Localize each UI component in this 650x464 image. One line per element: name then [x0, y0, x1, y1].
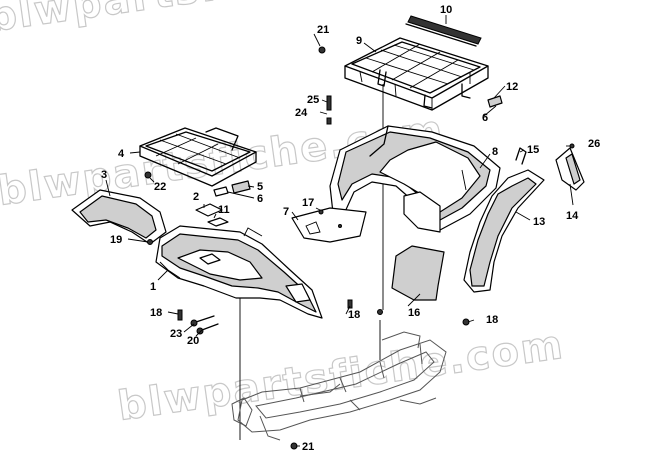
bolt-18-middle-b [377, 309, 383, 315]
watermark-line-1: blwpartsfiche.com [0, 0, 437, 41]
bolt-18-left [177, 309, 183, 321]
mud-flap [391, 245, 445, 301]
callout-4: 4 [118, 148, 125, 160]
screw-17 [318, 209, 324, 215]
panel-11 [207, 217, 229, 227]
callout-11: 11 [218, 204, 230, 216]
callout-5: 5 [257, 181, 263, 193]
callout-labels: 21 9 10 12 6 25 24 4 22 3 2 11 5 6 7 17 … [101, 4, 600, 453]
bolts-24-25 [326, 95, 332, 125]
rear-fender [329, 125, 501, 231]
bolt-21-top [318, 46, 326, 54]
callout-3: 3 [101, 169, 107, 181]
leader-lines [105, 15, 574, 447]
fender-flare [463, 169, 545, 293]
callout-12: 12 [506, 81, 518, 93]
callout-10: 10 [440, 4, 452, 16]
callout-21-top: 21 [317, 24, 329, 36]
front-fender [155, 225, 323, 319]
front-fender-liner [71, 189, 167, 245]
bracket-15 [515, 147, 527, 165]
callout-7: 7 [283, 206, 289, 218]
screw-19 [147, 239, 153, 245]
callout-6-right: 6 [482, 112, 488, 124]
callout-14: 14 [566, 210, 579, 222]
bolt-22 [144, 171, 152, 179]
callout-23: 23 [170, 328, 182, 340]
callout-25: 25 [307, 94, 319, 106]
callout-17: 17 [302, 197, 314, 209]
bolt-18-middle [347, 299, 353, 309]
callout-6-left: 6 [257, 193, 263, 205]
reflector-lens [565, 153, 581, 185]
callout-21-bottom: 21 [302, 441, 314, 453]
callout-24: 24 [295, 107, 308, 119]
rear-fender-flap [403, 191, 441, 233]
callout-20: 20 [187, 335, 199, 347]
callout-18-left: 18 [150, 307, 162, 319]
screw-26 [569, 143, 575, 149]
callout-18-right: 18 [486, 314, 498, 326]
rear-rack [344, 37, 489, 111]
side-panel [291, 207, 367, 243]
front-rack [139, 127, 257, 187]
panel-2 [195, 203, 223, 217]
front-clip-6 [213, 186, 229, 197]
callout-15: 15 [527, 144, 539, 156]
vehicle-frame [231, 331, 447, 441]
front-clip-5 [231, 180, 251, 194]
callout-13: 13 [533, 216, 545, 228]
screws-20-23 [190, 315, 219, 335]
callout-2: 2 [193, 191, 199, 203]
callout-22: 22 [154, 181, 166, 193]
callout-9: 9 [356, 35, 362, 47]
callout-18-middle: 18 [348, 309, 360, 321]
rack-clip [487, 95, 503, 108]
callout-19: 19 [110, 234, 122, 246]
callout-16: 16 [408, 307, 420, 319]
callout-26: 26 [588, 138, 600, 150]
callout-8: 8 [492, 146, 498, 158]
rack-bar-pad [405, 15, 482, 47]
callout-1: 1 [150, 281, 156, 293]
